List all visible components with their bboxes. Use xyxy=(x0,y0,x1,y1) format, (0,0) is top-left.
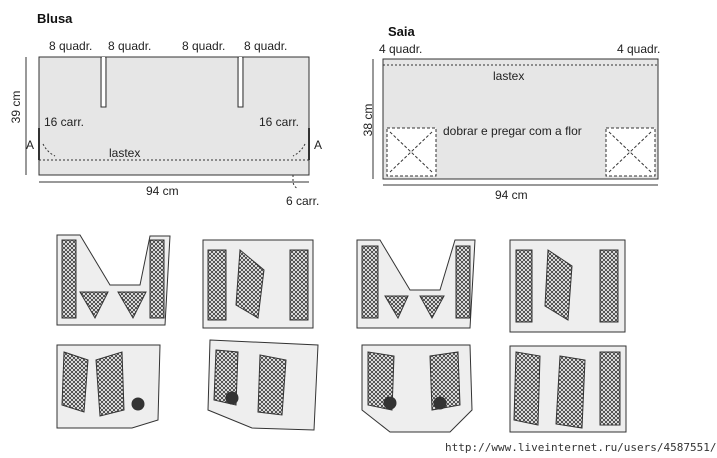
watermark-url: http://www.liveinternet.ru/users/4587551… xyxy=(445,441,717,454)
saia-fold-left xyxy=(386,127,437,177)
blusa-corner-left xyxy=(42,143,56,157)
blusa-lastex-label: lastex xyxy=(109,146,141,160)
blusa-side-right-label: 16 carr. xyxy=(259,115,300,129)
lace-top-2 xyxy=(202,239,314,329)
saia-width-label: 94 cm xyxy=(495,188,528,202)
blusa-top-label-4: 8 quadr. xyxy=(244,39,288,53)
schematic-drawings xyxy=(25,56,659,433)
lace-bottom-2 xyxy=(207,339,319,431)
lace-bottom-4 xyxy=(509,345,627,433)
blusa-panel xyxy=(38,56,310,176)
lace-bottom-3 xyxy=(361,344,473,433)
blusa-corner-right xyxy=(292,143,306,157)
blusa-top-label-3: 8 quadr. xyxy=(182,39,226,53)
saia-lastex-label: lastex xyxy=(493,69,525,83)
blusa-marker-right: A xyxy=(314,138,323,152)
blusa-top-label-2: 8 quadr. xyxy=(108,39,152,53)
blusa-height-label: 39 cm xyxy=(9,90,23,124)
saia-title: Saia xyxy=(388,24,415,39)
saia-fold-note: dobrar e pregar com a flor xyxy=(443,124,582,138)
saia-top-right-label: 4 quadr. xyxy=(617,42,661,56)
pattern-sheet: Blusa 8 quadr. 8 quadr. 8 quadr. 8 quadr… xyxy=(9,11,717,454)
saia-fold-right xyxy=(605,127,656,177)
blusa-top-label-1: 8 quadr. xyxy=(49,39,93,53)
blusa-title: Blusa xyxy=(37,11,73,26)
saia-height-label: 38 cm xyxy=(361,103,375,137)
lace-top-4 xyxy=(509,239,626,333)
blusa-side-left-label: 16 carr. xyxy=(44,115,85,129)
saia-top-left-label: 4 quadr. xyxy=(379,42,423,56)
lace-top-1 xyxy=(56,234,171,326)
lace-bottom-1 xyxy=(56,344,161,429)
lace-top-3 xyxy=(356,239,476,329)
blusa-width-label: 94 cm xyxy=(146,184,179,198)
blusa-bottom-right-label: 6 carr. xyxy=(286,194,320,208)
blusa-marker-left: A xyxy=(26,138,35,152)
